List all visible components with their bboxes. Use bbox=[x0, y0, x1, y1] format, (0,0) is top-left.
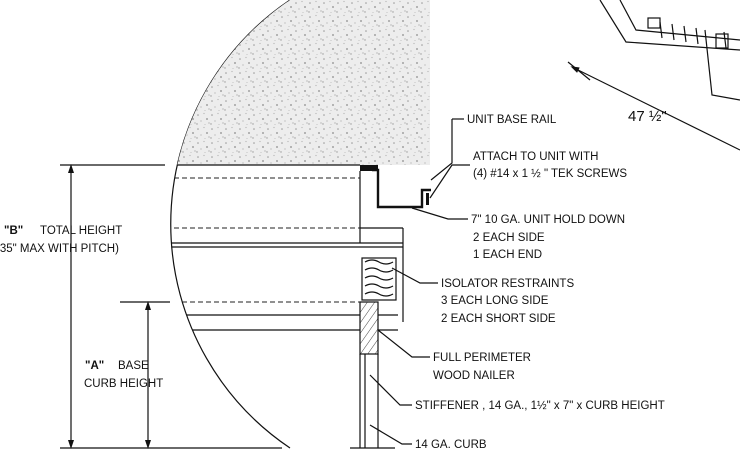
label-b-text: TOTAL HEIGHT bbox=[40, 225, 122, 237]
unit-isometric-sketch bbox=[567, 0, 740, 151]
label-a-line2: CURB HEIGHT bbox=[84, 378, 163, 390]
label-unit-base-rail: UNIT BASE RAIL bbox=[467, 114, 557, 126]
label-b-note: (35" MAX WITH PITCH) bbox=[0, 243, 119, 255]
label-isolator-3: 2 EACH SHORT SIDE bbox=[441, 313, 556, 325]
label-nailer-2: WOOD NAILER bbox=[433, 370, 515, 382]
label-a-tag: "A" bbox=[85, 360, 104, 372]
label-b-tag: "B" bbox=[4, 225, 23, 237]
unit-hold-down bbox=[372, 168, 431, 209]
label-hold-down-2: 2 EACH SIDE bbox=[473, 232, 545, 244]
isolator-block bbox=[361, 227, 404, 322]
label-a-text: BASE bbox=[118, 360, 149, 372]
unit-body bbox=[170, 0, 430, 166]
label-isolator-1: ISOLATOR RESTRAINTS bbox=[441, 278, 574, 290]
tek-screw bbox=[426, 193, 429, 205]
leader-lines bbox=[369, 118, 470, 445]
label-attach-2: (4) #14 x 1 ½ " TEK SCREWS bbox=[473, 168, 627, 180]
label-nailer-1: FULL PERIMETER bbox=[433, 352, 531, 364]
curb-section bbox=[170, 177, 403, 331]
label-dimension-47: 47 ½" bbox=[628, 108, 667, 125]
label-curb: 14 GA. CURB bbox=[415, 439, 487, 451]
label-stiffener: STIFFENER , 14 GA., 1½" x 7" x CURB HEIG… bbox=[415, 400, 665, 412]
label-hold-down-1: 7" 10 GA. UNIT HOLD DOWN bbox=[471, 214, 625, 226]
curb-wall bbox=[359, 354, 379, 448]
label-hold-down-3: 1 EACH END bbox=[473, 249, 542, 261]
wood-nailer bbox=[359, 301, 379, 355]
unit-base-rail bbox=[359, 165, 378, 243]
label-attach-1: ATTACH TO UNIT WITH bbox=[473, 151, 598, 163]
label-isolator-2: 3 EACH LONG SIDE bbox=[441, 295, 549, 307]
